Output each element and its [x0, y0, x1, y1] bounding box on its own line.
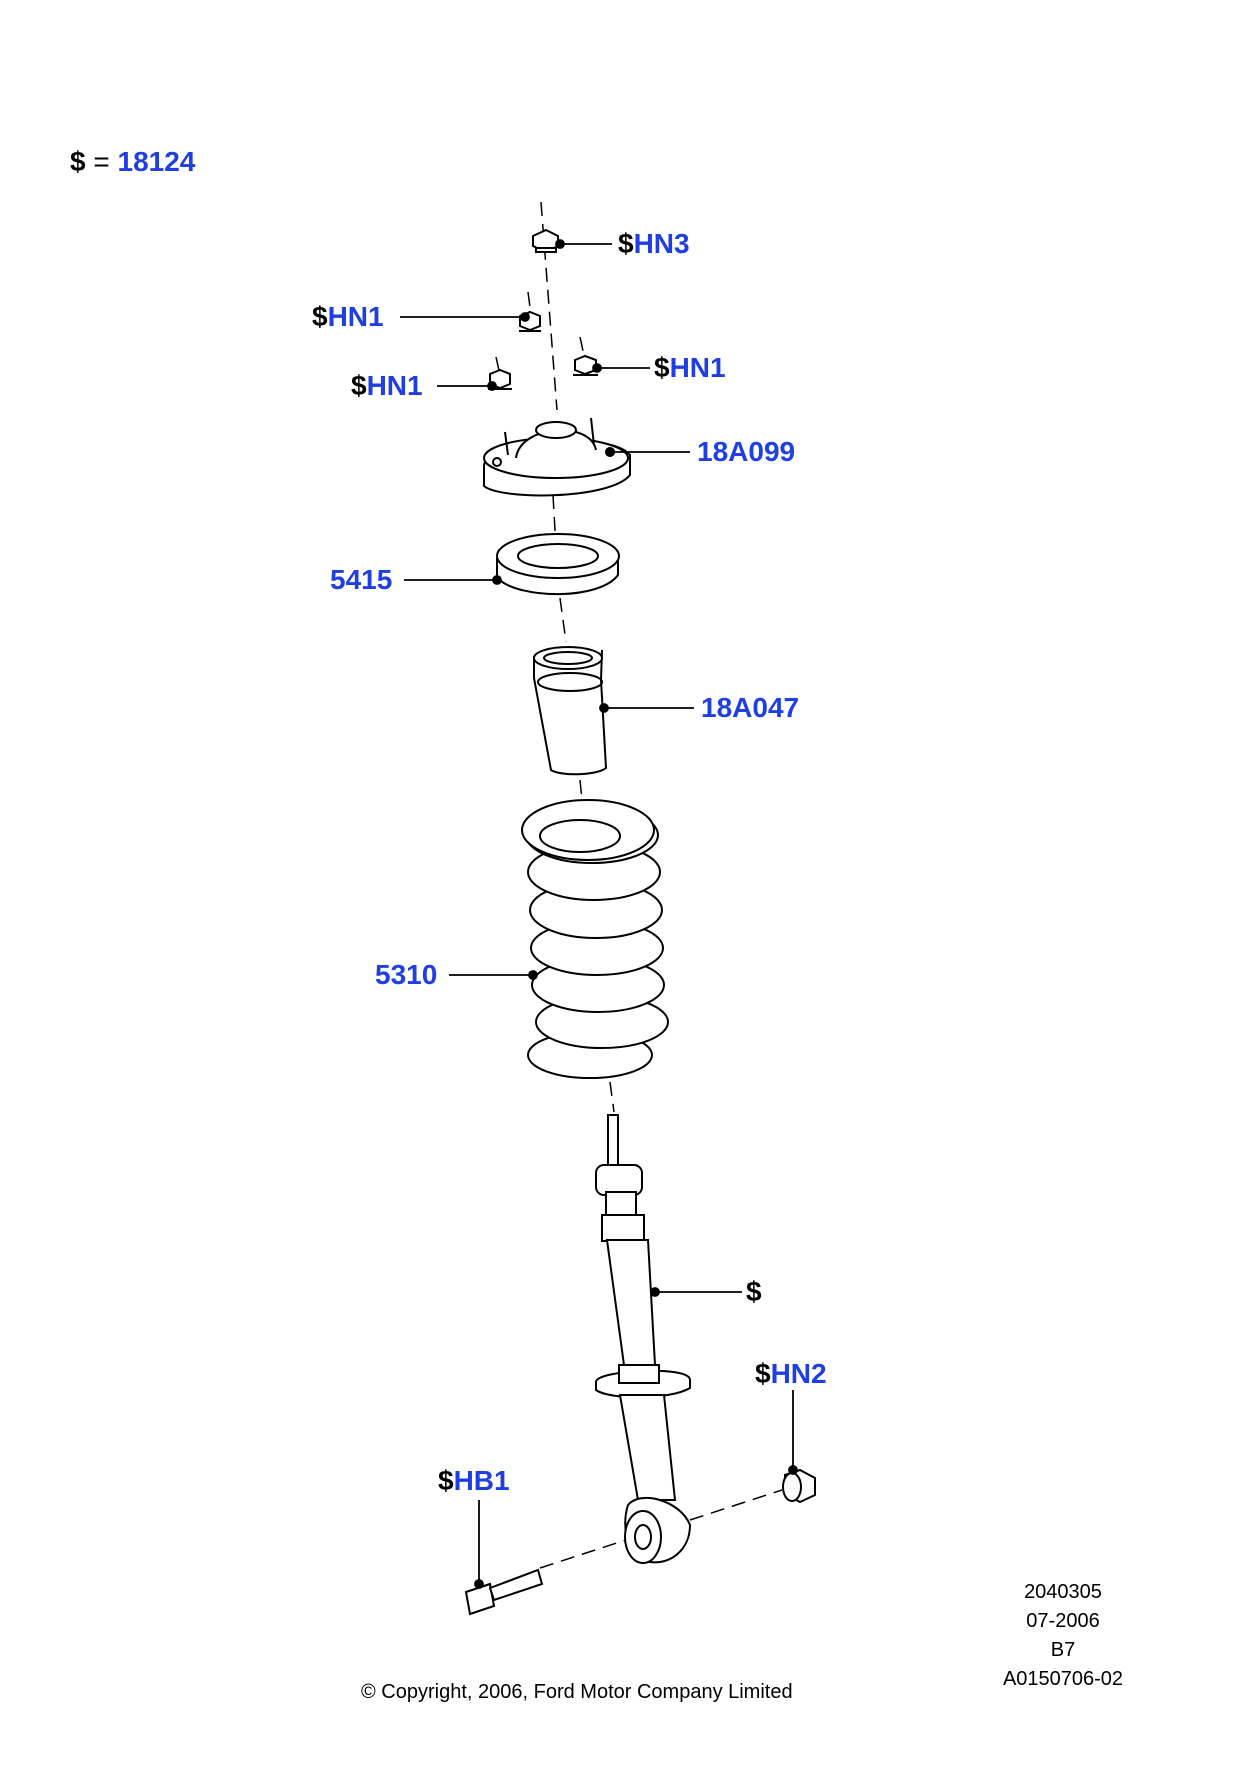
callout-hn3-code: HN3 — [633, 228, 690, 259]
legend-value: 18124 — [117, 146, 196, 177]
callout-hn1-left-prefix: $ — [351, 370, 367, 401]
ref-date: 07-2006 — [1026, 1610, 1100, 1632]
callout-hn1-right: $HN1 — [654, 354, 726, 382]
callout-18a099-code: 18A099 — [697, 436, 796, 467]
callout-18a047: 18A047 — [701, 694, 799, 722]
leader-lines — [400, 239, 798, 1589]
legend-symbol: $ — [70, 146, 86, 177]
coil-spring-5310 — [521, 799, 669, 1079]
spring-seat-5415 — [496, 533, 620, 596]
upper-mount-18a099 — [483, 417, 631, 497]
callout-shock: $ — [746, 1278, 762, 1306]
callout-hn1-top-prefix: $ — [312, 301, 328, 332]
callout-5310: 5310 — [375, 961, 437, 989]
callout-hn1-top-code: HN1 — [327, 301, 384, 332]
callout-hn2-code: HN2 — [770, 1358, 827, 1389]
callout-hn2: $HN2 — [755, 1360, 827, 1388]
callout-shock-prefix: $ — [746, 1276, 762, 1307]
callout-hn3: $HN3 — [618, 230, 690, 258]
callout-hn2-prefix: $ — [755, 1358, 771, 1389]
callout-hn1-left-code: HN1 — [366, 370, 423, 401]
callout-hb1-prefix: $ — [438, 1465, 454, 1496]
legend: $ = 18124 — [70, 148, 195, 176]
callout-18a047-code: 18A047 — [701, 692, 800, 723]
nut-hn2 — [782, 1468, 816, 1504]
copyright-notice: © Copyright, 2006, Ford Motor Company Li… — [361, 1681, 793, 1703]
callout-hn3-prefix: $ — [618, 228, 634, 259]
legend-equals: = — [93, 146, 110, 177]
callout-hb1: $HB1 — [438, 1467, 510, 1495]
callout-hn1-left: $HN1 — [351, 372, 423, 400]
callout-5415-code: 5415 — [330, 564, 393, 595]
ref-code: B7 — [1050, 1639, 1076, 1661]
callout-5310-code: 5310 — [375, 959, 438, 990]
callout-hb1-code: HB1 — [453, 1465, 510, 1496]
callout-5415: 5415 — [330, 566, 392, 594]
callout-18a099: 18A099 — [697, 438, 795, 466]
ref-image-id: A0150706-02 — [1002, 1668, 1124, 1690]
callout-hn1-top: $HN1 — [312, 303, 384, 331]
shock-absorber — [595, 1114, 692, 1564]
callout-hn1-right-code: HN1 — [669, 352, 726, 383]
bolt-hb1 — [464, 1568, 544, 1616]
callout-hn1-right-prefix: $ — [654, 352, 670, 383]
boot-18a047 — [533, 646, 608, 776]
ref-number: 2040305 — [1024, 1581, 1102, 1603]
nut-hn3 — [532, 228, 559, 254]
